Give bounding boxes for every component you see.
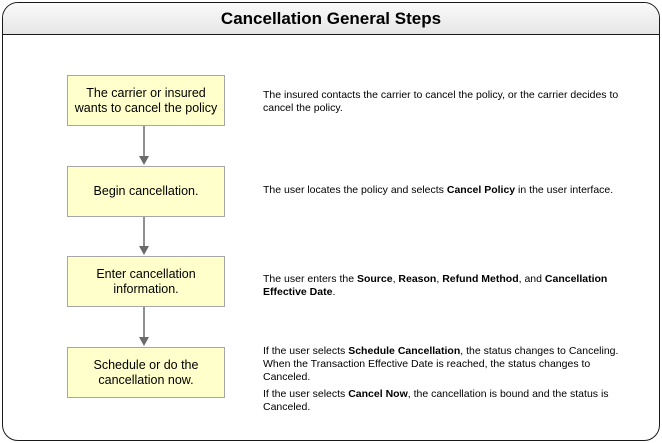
step-box-4: Schedule or do the cancellation now.	[67, 347, 225, 398]
desc-text: The user enters the	[263, 273, 357, 285]
ui-term: Cancel Now	[348, 388, 408, 400]
ui-term: Source	[356, 273, 393, 285]
ui-term: Reason	[398, 273, 437, 285]
step-desc-4: If the user selects Schedule Cancellatio…	[263, 345, 623, 414]
ui-term: Refund Method	[442, 273, 519, 285]
desc-text: , and	[518, 273, 545, 285]
step-desc-3: The user enters the Source, Reason, Refu…	[263, 273, 623, 299]
ui-term: Schedule Cancellation	[348, 345, 461, 357]
desc-text: in the user interface.	[515, 184, 614, 196]
step-box-3: Enter cancellation information.	[67, 256, 225, 307]
flow-connectors	[139, 126, 149, 346]
step-box-1: The carrier or insured wants to cancel t…	[67, 75, 225, 126]
connector-2	[139, 217, 149, 255]
desc-text: .	[332, 286, 336, 298]
step-desc-paragraph: The insured contacts the carrier to canc…	[263, 89, 623, 115]
step-desc-paragraph: If the user selects Cancel Now, the canc…	[263, 388, 623, 414]
desc-text: , the status changes to Canceling. When …	[263, 345, 619, 383]
step-desc-paragraph: If the user selects Schedule Cancellatio…	[263, 345, 623, 384]
step-desc-paragraph: The user locates the policy and selects …	[263, 184, 623, 197]
ui-term: Cancellation Effective Date	[263, 273, 608, 298]
step-desc-paragraph: The user enters the Source, Reason, Refu…	[263, 273, 623, 299]
connector-1	[139, 126, 149, 165]
ui-term: Cancel Policy	[446, 184, 516, 196]
desc-text: , the cancellation is bound and the stat…	[263, 388, 609, 413]
connector-3	[139, 307, 149, 346]
step-box-2: Begin cancellation.	[67, 166, 225, 217]
desc-text: ,	[436, 273, 443, 285]
desc-text: If the user selects	[263, 345, 349, 357]
desc-text: The insured contacts the carrier to canc…	[263, 89, 619, 114]
desc-text: If the user selects	[263, 388, 349, 400]
step-desc-1: The insured contacts the carrier to canc…	[263, 89, 623, 115]
desc-text: The user locates the policy and selects	[263, 184, 447, 196]
step-desc-2: The user locates the policy and selects …	[263, 184, 623, 197]
desc-text: ,	[392, 273, 399, 285]
diagram-title: Cancellation General Steps	[3, 3, 659, 35]
